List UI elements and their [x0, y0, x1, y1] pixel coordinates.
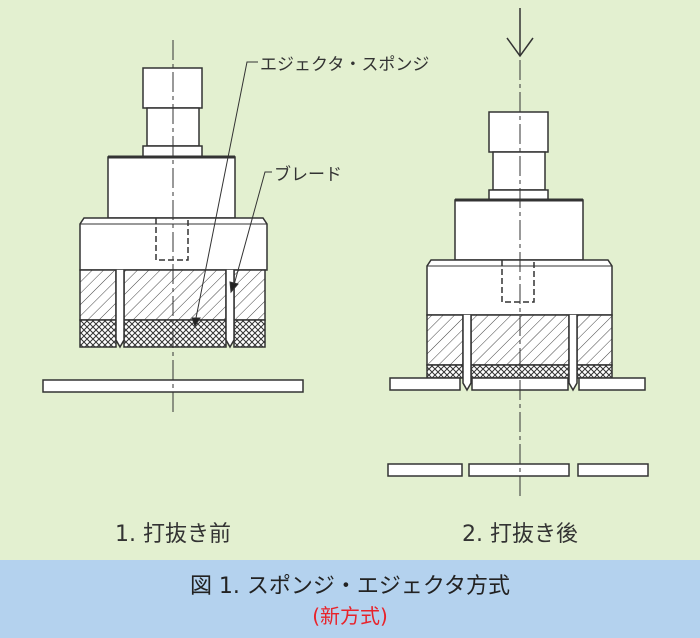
die-after — [387, 8, 649, 500]
die-before — [42, 40, 304, 415]
caption-band — [0, 560, 700, 638]
figure-subtitle: (新方式) — [312, 604, 388, 628]
figure-caption: 図 1. スポンジ・エジェクタ方式 — [189, 574, 511, 599]
blade-label: ブレード — [274, 165, 342, 185]
leader-lines — [191, 61, 272, 328]
down-arrow-icon — [506, 8, 534, 58]
ejector-sponge-label: エジェクタ・スポンジ — [260, 55, 430, 75]
step-before-label: 1. 打抜き前 — [115, 522, 231, 547]
step-after-label: 2. 打抜き後 — [462, 522, 578, 547]
